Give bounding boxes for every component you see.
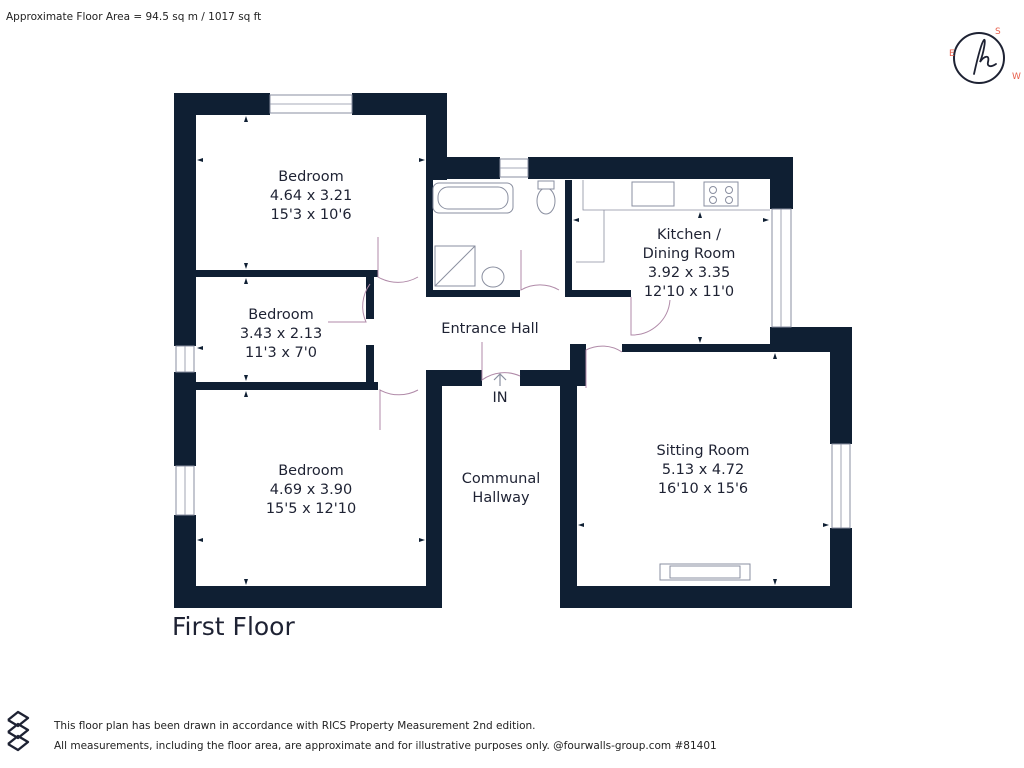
room-size-metric: 4.69 x 3.90: [269, 482, 353, 498]
room-size-metric: 3.43 x 2.13: [239, 326, 323, 342]
room-size-imperial: 15'3 x 10'6: [270, 207, 352, 223]
footer-line-1: This floor plan has been drawn in accord…: [54, 720, 536, 732]
footer-disclaimer: This floor plan has been drawn in accord…: [54, 716, 717, 756]
window-glazing-lines: [184, 103, 842, 528]
footer-line-2: All measurements, including the floor ar…: [54, 740, 717, 752]
room-name: Sitting Room: [656, 443, 750, 459]
room-name-line2: Dining Room: [642, 246, 736, 262]
room-size-imperial: 11'3 x 7'0: [245, 345, 317, 361]
hob-ring: [709, 196, 717, 204]
door-swing: [585, 345, 623, 388]
fireplace-inner: [669, 565, 741, 579]
room-size-imperial: 15'5 x 12'10: [265, 501, 357, 517]
bathtub-basin: [437, 186, 509, 210]
door-swing: [520, 250, 560, 291]
wall: [196, 270, 378, 277]
hob-icon: [703, 181, 739, 207]
room-name-line2: Hallway: [472, 490, 530, 506]
wall: [770, 157, 793, 209]
wall: [560, 586, 852, 608]
door-swing: [377, 237, 419, 283]
room-size-imperial: 12'10 x 11'0: [643, 284, 735, 300]
door-swing: [630, 297, 671, 336]
shower-diagonal: [434, 245, 476, 287]
wall: [426, 370, 482, 386]
toilet-icon: [536, 187, 556, 215]
kitchen-worktop: [582, 180, 770, 211]
room-label-entrance-hall: Entrance Hall: [441, 320, 538, 339]
wall: [830, 327, 852, 444]
kitchen-sink-icon: [631, 181, 675, 207]
wall: [174, 372, 196, 466]
entry-marker-label: IN: [492, 390, 508, 406]
wall: [174, 93, 270, 115]
compass-letter-w: W: [1012, 72, 1021, 82]
fourwalls-logo-icon: [4, 706, 34, 756]
wall: [622, 344, 830, 352]
wall: [426, 290, 520, 297]
room-name: Bedroom: [278, 463, 344, 479]
wall: [366, 277, 374, 319]
door-swings: [328, 237, 671, 430]
window: [771, 208, 792, 328]
signature-h-logo-icon: [973, 39, 997, 75]
room-name: Bedroom: [278, 169, 344, 185]
room-label-bedroom-2: Bedroom 3.43 x 2.13 11'3 x 7'0: [240, 306, 322, 363]
wall: [366, 345, 374, 385]
wall: [196, 382, 378, 390]
entry-arrow-icon: [493, 373, 507, 386]
wall: [565, 290, 631, 297]
wall: [570, 344, 586, 386]
room-size-metric: 4.64 x 3.21: [269, 188, 353, 204]
wall: [426, 157, 500, 179]
room-label-communal-hallway: Communal Hallway: [462, 470, 541, 508]
room-label-bedroom-3: Bedroom 4.69 x 3.90 15'5 x 12'10: [266, 462, 356, 519]
fixtures: [432, 180, 751, 581]
wall: [426, 382, 442, 608]
room-name-line1: Communal: [461, 471, 541, 487]
wall: [560, 370, 577, 608]
room-label-bedroom-1: Bedroom 4.64 x 3.21 15'3 x 10'6: [270, 168, 352, 225]
door-swing: [328, 283, 371, 323]
room-size-imperial: 16'10 x 15'6: [657, 481, 749, 497]
walls: [174, 93, 852, 608]
compass-letter-e: E: [949, 49, 955, 59]
wall: [426, 180, 433, 296]
toilet-cistern: [537, 180, 555, 190]
wall: [565, 180, 572, 297]
hob-ring: [725, 186, 733, 194]
wall: [174, 586, 442, 608]
compass-ring: [953, 32, 1005, 84]
wall: [520, 370, 565, 386]
room-label-kitchen: Kitchen / Dining Room 3.92 x 3.35 12'10 …: [643, 226, 736, 302]
wall: [174, 93, 196, 346]
floor-area-caption: Approximate Floor Area = 94.5 sq m / 101…: [6, 11, 262, 23]
room-name: Entrance Hall: [441, 321, 539, 337]
door-swing: [481, 342, 521, 381]
worktop-lines: [576, 180, 770, 263]
floor-title: First Floor: [172, 612, 295, 641]
kitchen-worktop-return: [576, 210, 605, 263]
room-name: Bedroom: [248, 307, 314, 323]
wall: [352, 93, 447, 115]
wall: [528, 157, 793, 179]
compass-letter-s: S: [995, 27, 1001, 37]
fourwalls-logo-graphic: [7, 710, 30, 752]
wall: [174, 515, 196, 608]
hob-ring: [725, 196, 733, 204]
room-size-metric: 5.13 x 4.72: [661, 462, 745, 478]
room-size-metric: 3.92 x 3.35: [647, 265, 731, 281]
wash-basin-icon: [481, 266, 505, 288]
door-swing: [379, 389, 419, 430]
room-name-line1: Kitchen /: [657, 227, 721, 243]
room-label-sitting-room: Sitting Room 5.13 x 4.72 16'10 x 15'6: [657, 442, 750, 499]
dimension-ticks: [197, 116, 829, 585]
hob-ring: [709, 186, 717, 194]
